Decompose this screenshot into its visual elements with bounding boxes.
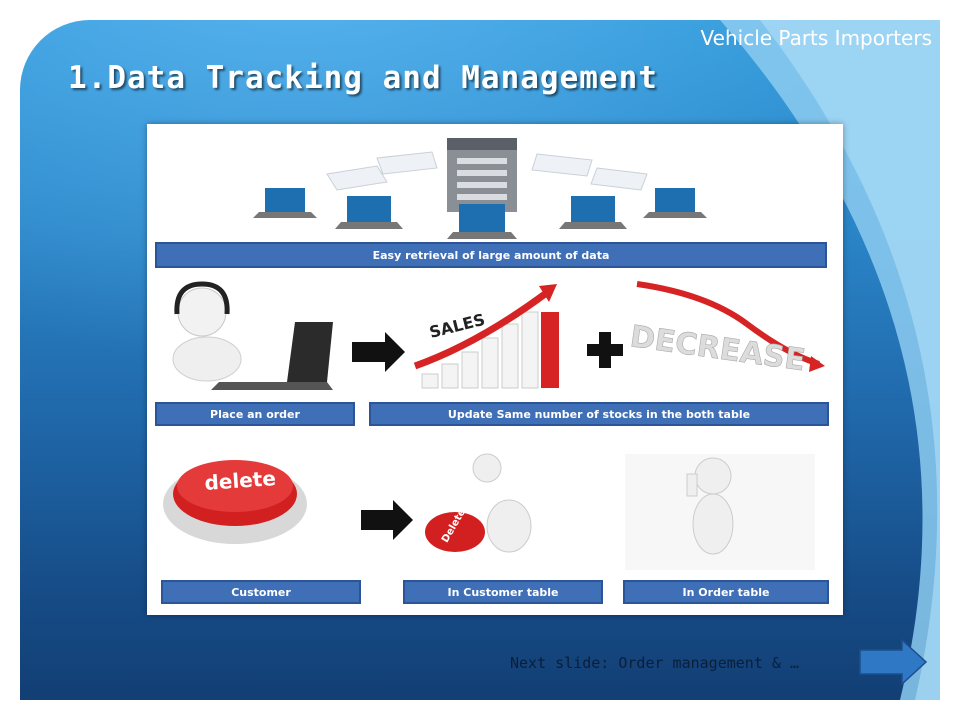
decrease-chart-icon bbox=[636, 281, 825, 372]
delete-word: delete bbox=[204, 466, 277, 495]
paper-sheets-icon bbox=[326, 151, 648, 191]
retrieval-label: Easy retrieval of large amount of data bbox=[155, 242, 827, 268]
slide-title: 1.Data Tracking and Management bbox=[68, 60, 658, 96]
laptop-icon bbox=[253, 188, 707, 239]
delete-button-icon bbox=[163, 460, 307, 544]
infographic-figure: SALES DECREASE delete Delete bbox=[147, 124, 843, 615]
next-arrow-icon[interactable] bbox=[858, 638, 928, 688]
arrow-right-icon-2 bbox=[361, 500, 413, 540]
arrow-right-icon bbox=[352, 332, 405, 372]
decrease-word: DECREASE bbox=[628, 319, 807, 378]
update-stocks-label: Update Same number of stocks in the both… bbox=[369, 402, 829, 426]
headset-person-icon bbox=[172, 281, 333, 390]
in-order-table-label: In Order table bbox=[623, 580, 829, 604]
next-slide-caption: Next slide: Order management & … bbox=[510, 654, 799, 672]
server-tower-icon bbox=[447, 138, 517, 212]
in-customer-table-label: In Customer table bbox=[403, 580, 603, 604]
press-delete-icon bbox=[425, 453, 532, 553]
infographic-art: SALES DECREASE delete Delete bbox=[163, 138, 825, 570]
customer-label: Customer bbox=[161, 580, 361, 604]
thumbs-up-person-icon bbox=[625, 454, 815, 570]
plus-icon bbox=[587, 332, 623, 368]
company-name: Vehicle Parts Importers bbox=[700, 26, 932, 50]
place-order-label: Place an order bbox=[155, 402, 355, 426]
sales-chart-icon bbox=[413, 284, 559, 389]
